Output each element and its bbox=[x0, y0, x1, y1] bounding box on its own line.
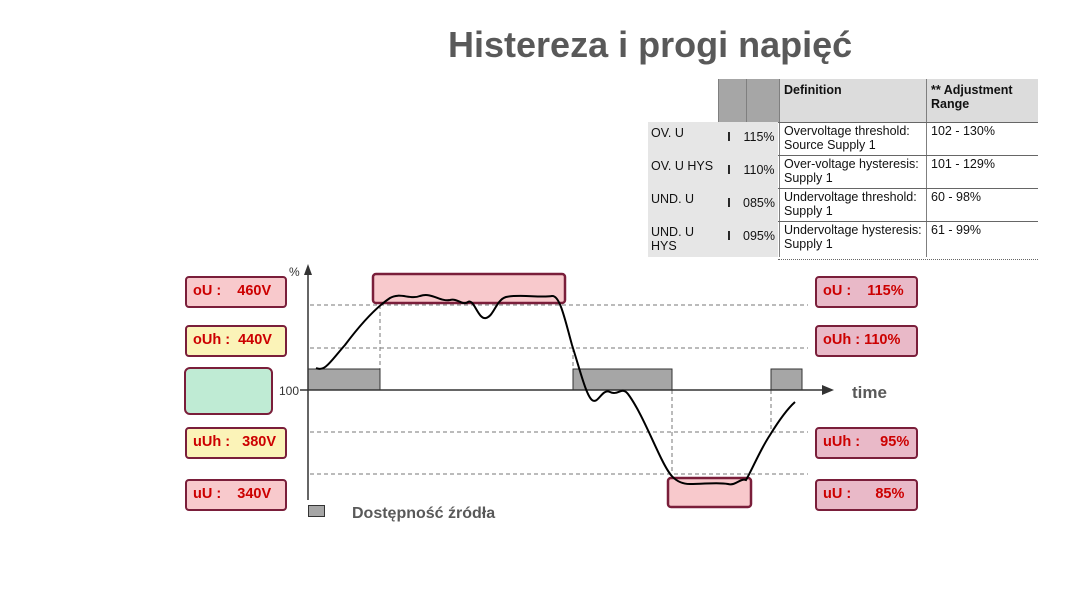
row-divider bbox=[778, 122, 1038, 123]
table-row: OV. U I 115% Overvoltage threshold: Sour… bbox=[648, 122, 1038, 156]
header-cell-value bbox=[746, 79, 779, 122]
param-flag: I bbox=[718, 155, 740, 189]
param-name: OV. U HYS bbox=[648, 155, 718, 189]
availability-bar bbox=[770, 368, 803, 391]
table-row: UND. U I 085% Undervoltage threshold: Su… bbox=[648, 188, 1038, 222]
y-axis-reference: 100 bbox=[279, 384, 300, 398]
row-divider bbox=[778, 188, 1038, 189]
param-definition: Undervoltage threshold: Supply 1 bbox=[779, 188, 926, 222]
left-label-uuh: uUh : 380V bbox=[185, 427, 287, 459]
right-label-uu: uU : 85% bbox=[815, 479, 918, 511]
param-value: 085% bbox=[740, 188, 778, 222]
page-title: Histereza i progi napięć bbox=[448, 24, 853, 65]
left-label-normal bbox=[184, 367, 273, 415]
header-cell-flag bbox=[718, 79, 746, 122]
param-range: 60 - 98% bbox=[926, 188, 1038, 222]
param-range: 102 - 130% bbox=[926, 122, 1038, 156]
param-flag: I bbox=[718, 122, 740, 156]
param-value: 115% bbox=[740, 122, 778, 156]
param-range: 61 - 99% bbox=[926, 221, 1038, 257]
param-flag: I bbox=[718, 221, 740, 257]
header-range: ** Adjustment Range bbox=[926, 79, 1038, 122]
availability-bar bbox=[572, 368, 673, 391]
param-range: 101 - 129% bbox=[926, 155, 1038, 189]
legend-swatch bbox=[308, 505, 325, 517]
left-label-ou: oU : 460V bbox=[185, 276, 287, 308]
left-label-ouh: oUh : 440V bbox=[185, 325, 287, 357]
x-axis-label: time bbox=[852, 383, 887, 402]
right-label-ouh: oUh : 110% bbox=[815, 325, 918, 357]
left-label-uu: uU : 340V bbox=[185, 479, 287, 511]
y-axis-arrow bbox=[304, 264, 312, 275]
row-divider bbox=[778, 221, 1038, 222]
x-axis-arrow bbox=[822, 385, 834, 395]
param-definition: Overvoltage threshold: Source Supply 1 bbox=[779, 122, 926, 156]
right-label-ou: oU : 115% bbox=[815, 276, 918, 308]
row-divider bbox=[778, 155, 1038, 156]
voltage-curve bbox=[315, 294, 796, 486]
table-row: OV. U HYS I 110% Over-voltage hysteresis… bbox=[648, 155, 1038, 189]
param-name: OV. U bbox=[648, 122, 718, 156]
param-value: 110% bbox=[740, 155, 778, 189]
param-name: UND. U HYS bbox=[648, 221, 718, 257]
overvoltage-zone-box bbox=[371, 272, 567, 305]
param-value: 095% bbox=[740, 221, 778, 257]
param-definition: Over-voltage hysteresis: Supply 1 bbox=[779, 155, 926, 189]
y-axis-unit: % bbox=[289, 265, 300, 279]
right-label-uuh: uUh : 95% bbox=[815, 427, 918, 459]
param-flag: I bbox=[718, 188, 740, 222]
table-header: Definition ** Adjustment Range bbox=[648, 79, 1038, 122]
legend-label: Dostępność źródła bbox=[352, 505, 496, 522]
row-divider bbox=[778, 259, 1038, 260]
param-name: UND. U bbox=[648, 188, 718, 222]
availability-bar bbox=[307, 368, 381, 391]
header-definition: Definition bbox=[779, 79, 926, 122]
param-definition: Undervoltage hysteresis: Supply 1 bbox=[779, 221, 926, 257]
table-row: UND. U HYS I 095% Undervoltage hysteresi… bbox=[648, 221, 1038, 257]
